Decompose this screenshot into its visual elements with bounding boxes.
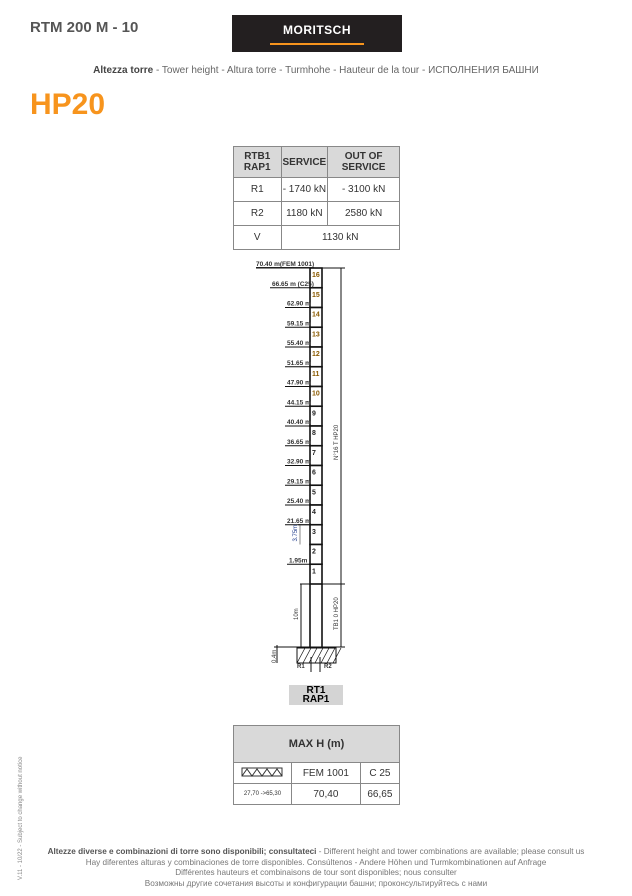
foundation-hatch xyxy=(332,647,342,664)
max-h-title: MAX H (m) xyxy=(233,725,400,763)
height-label: 32.90 m xyxy=(287,459,311,466)
cell: FEM 1001 xyxy=(291,762,361,784)
segment-number: 8 xyxy=(312,430,316,437)
foundation-dimension: 0.4m xyxy=(272,650,278,663)
height-label: 62.90 m xyxy=(287,301,311,308)
foundation-hatch xyxy=(308,647,318,664)
segment-number: 4 xyxy=(312,509,316,516)
cell: 1130 kN xyxy=(280,225,400,250)
subtitle-bold: Altezza torre xyxy=(93,65,154,76)
height-label: 1.95m xyxy=(289,557,308,564)
segment-number: 12 xyxy=(312,351,320,358)
r1-label: R1 xyxy=(297,664,305,670)
cell: 70,40 xyxy=(291,783,361,805)
foundation-hatch xyxy=(296,647,306,664)
footer-bold: Altezze diverse e combinazioni di torre … xyxy=(47,847,317,856)
segment-number: 16 xyxy=(312,272,320,279)
logo-bar xyxy=(270,43,364,45)
footer-line4: Возможны другие сочетания высоты и конфи… xyxy=(144,878,488,888)
footer-line1: - Different height and tower combination… xyxy=(316,847,585,856)
base-label: TB1 0 HP20 xyxy=(334,597,340,630)
height-label: 70.40 m(FEM 1001) xyxy=(256,261,314,268)
segment-number: 10 xyxy=(312,391,320,398)
subtitle: Altezza torre - Tower height - Altura to… xyxy=(0,65,632,76)
subtitle-rest: - Tower height - Altura torre - Turmhohe… xyxy=(153,65,539,76)
footer-line3: Différentes hauteurs et combinaisons de … xyxy=(175,868,457,877)
cell: 2580 kN xyxy=(327,201,400,226)
tower-diagram: 16 15 14 13 12 11 10 9 8 7 6 5 4 3 2 1 70.40 m(FEM 1001)… xyxy=(256,261,345,672)
segment-number: 7 xyxy=(312,450,316,457)
height-label: 21.65 m xyxy=(287,518,311,525)
height-label: 25.40 m xyxy=(287,498,311,505)
foundation-hatch xyxy=(326,647,336,664)
base-name-2: RAP1 xyxy=(302,694,330,705)
cell: 27,70 ->65,30 xyxy=(233,783,292,805)
segment-number: 11 xyxy=(312,371,320,378)
mast-label: N°16 T HP20 xyxy=(334,424,340,460)
height-label: 29.15 m xyxy=(287,478,311,485)
logo-text: MORITSCH xyxy=(283,23,351,37)
height-label: 44.15 m xyxy=(287,399,311,406)
segment-number: 14 xyxy=(312,312,320,319)
height-label: 51.65 m xyxy=(287,360,311,367)
cell: C 25 xyxy=(359,762,401,784)
cell: R2 xyxy=(233,201,282,226)
foundation xyxy=(296,647,337,664)
foundation-hatch xyxy=(320,647,330,664)
segment-number: 1 xyxy=(312,568,316,575)
foundation-hatch xyxy=(314,647,324,664)
segment-number: 6 xyxy=(312,470,316,477)
segment-number: 5 xyxy=(312,489,316,496)
height-label: 40.40 m xyxy=(287,419,311,426)
cell: V xyxy=(233,225,282,250)
header-cell: OUT OF SERVICE xyxy=(327,146,400,178)
footer-line2: Hay diferentes alturas y combinaciones d… xyxy=(85,857,547,867)
segment-number: 3 xyxy=(312,529,316,536)
page-title: HP20 xyxy=(30,88,106,121)
height-label: 55.40 m xyxy=(287,340,311,347)
table-row: R1- 1740 kN- 3100 kN xyxy=(233,177,400,202)
jib-icon xyxy=(233,762,292,784)
base-dimension: 10m xyxy=(294,608,300,620)
height-label: 47.90 m xyxy=(287,380,311,387)
segment-number: 13 xyxy=(312,331,320,338)
height-label: 59.15 m xyxy=(287,320,311,327)
model-name: RTM 200 M - 10 xyxy=(30,19,139,36)
segment-dimension: 3.75m xyxy=(293,525,299,542)
base-name-1: RT1 xyxy=(306,685,326,696)
footer: Altezze diverse e combinazioni di torre … xyxy=(0,847,632,889)
r2-label: R2 xyxy=(324,664,332,670)
moritsch-logo: MORITSCH xyxy=(232,15,402,52)
segment-number: 9 xyxy=(312,410,316,417)
segment-number: 2 xyxy=(312,549,316,556)
height-label: 66.65 m (C25) xyxy=(272,281,314,288)
cell: 66,65 xyxy=(359,783,401,805)
height-label: 36.65 m xyxy=(287,439,311,446)
cell: - 3100 kN xyxy=(327,177,400,202)
foundation-hatch xyxy=(302,647,312,664)
segment-number: 15 xyxy=(312,292,320,299)
